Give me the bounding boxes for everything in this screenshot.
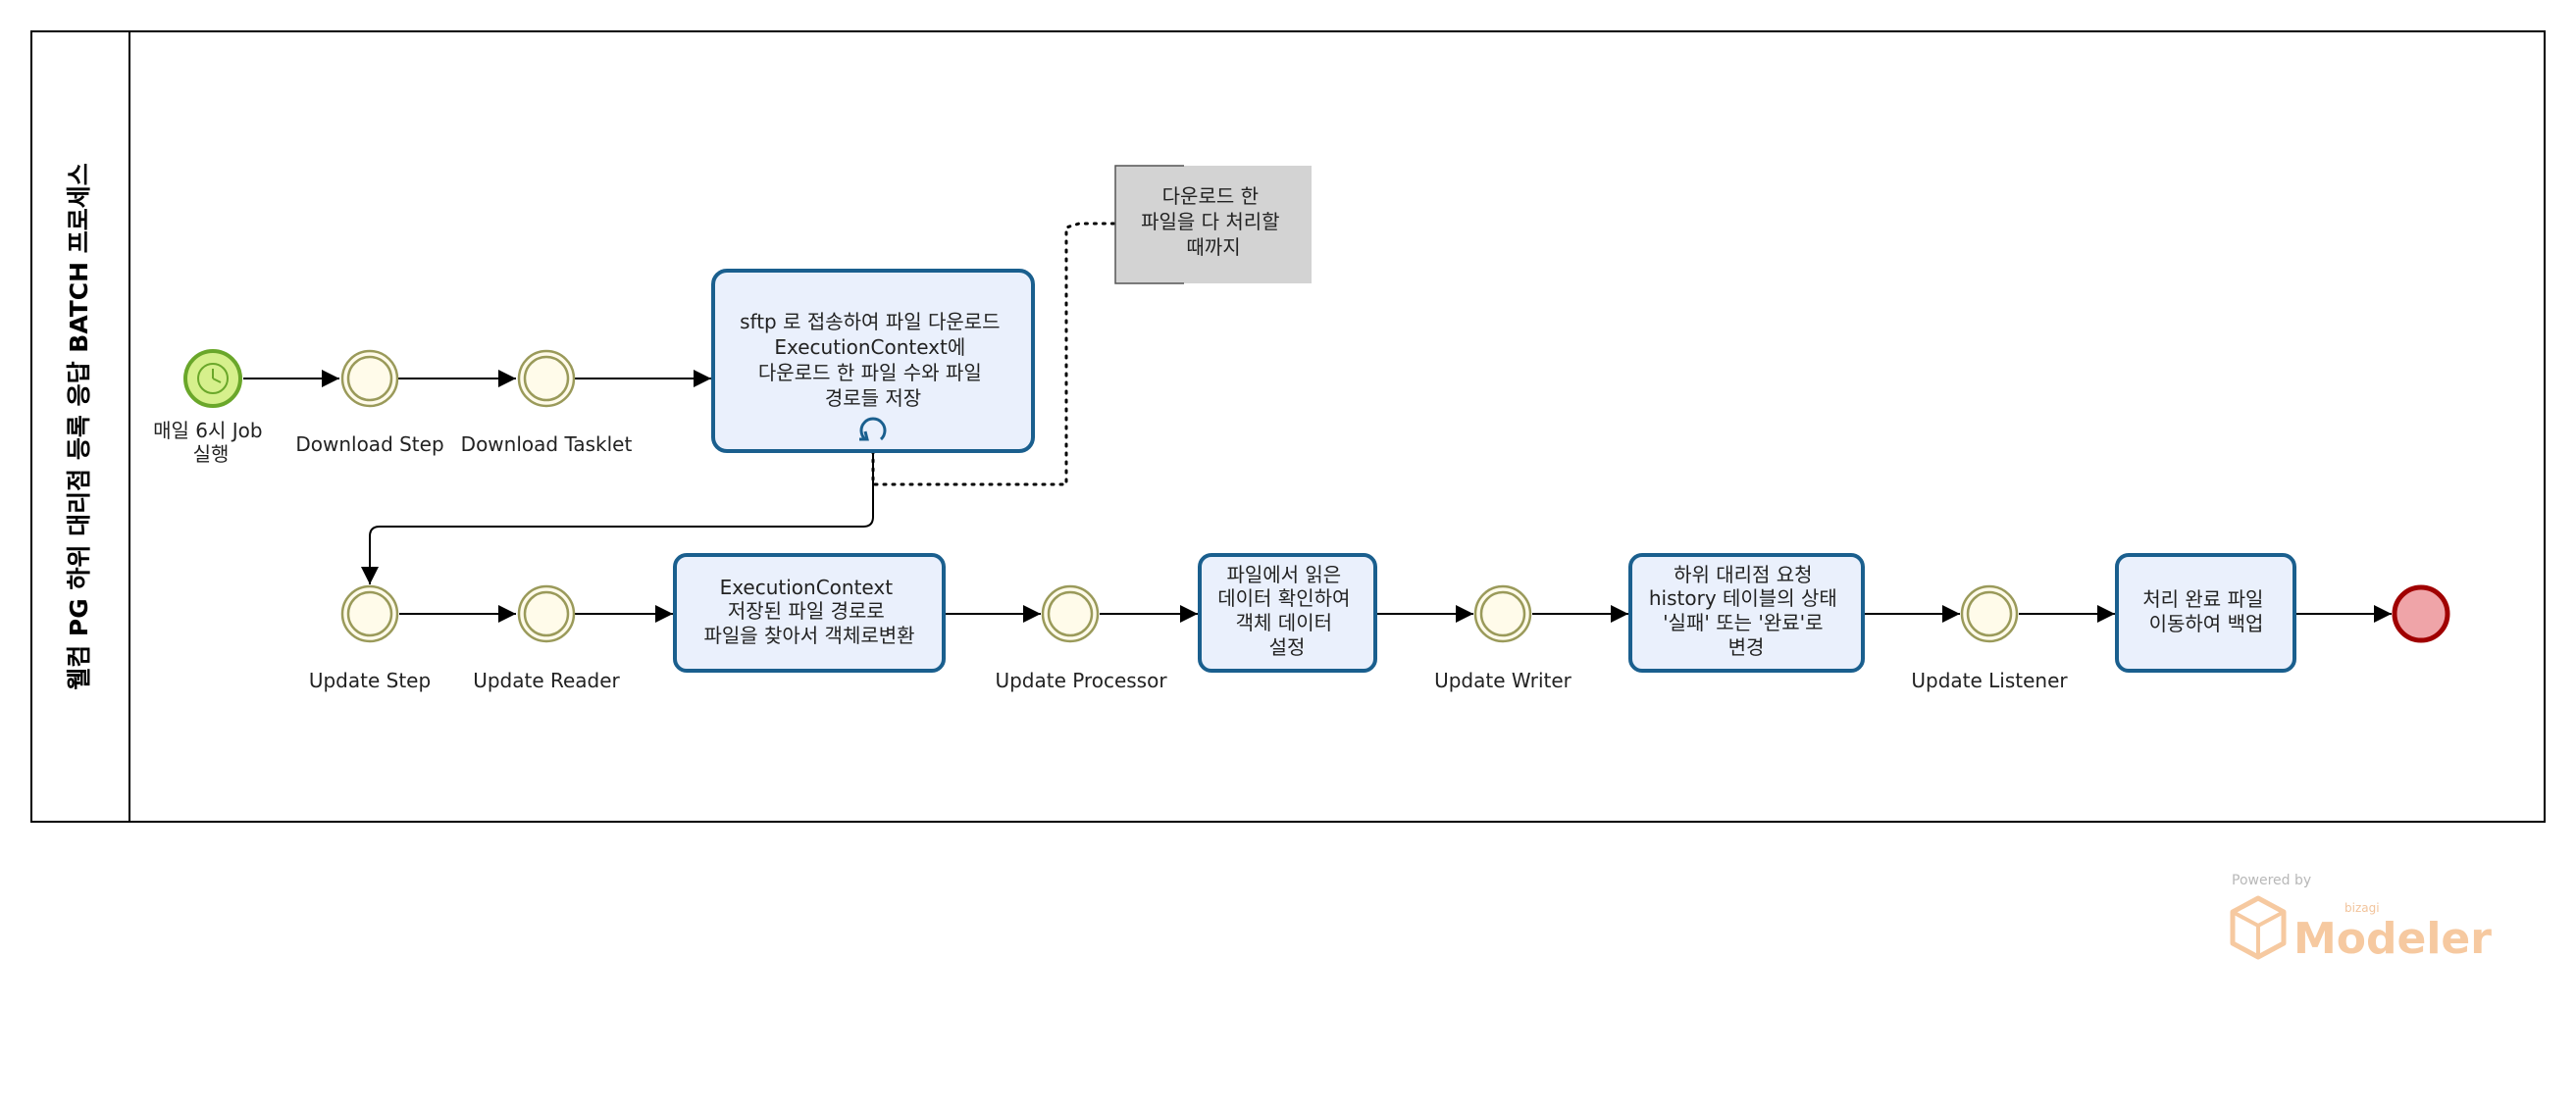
event-label-update-writer: Update Writer — [1434, 669, 1572, 692]
bizagi-logo-icon — [2230, 895, 2287, 960]
task-download-text: sftp 로 접송하여 파일 다운로드 ExecutionContext에 다운… — [740, 310, 1006, 410]
end-event[interactable] — [2392, 584, 2450, 643]
task-box — [1198, 553, 1377, 673]
text-annotation[interactable]: 다운로드 한 파일을 다 처리할 때까지 — [1114, 165, 1312, 284]
task-box — [2115, 553, 2296, 673]
start-timer-event[interactable]: 매일 6시 Job 실행 — [153, 349, 269, 466]
sequence-flows — [243, 370, 2392, 623]
watermark-brand-big: Modeler — [2293, 914, 2492, 964]
task-processor[interactable]: 파일에서 읽은 데이터 확인하여 객체 데이터 설정 — [1198, 553, 1377, 673]
task-reader-text: ExecutionContext 저장된 파일 경로로 파일을 찾아서 객체로변… — [703, 576, 914, 647]
event-label-update-step: Update Step — [309, 669, 431, 692]
end-event-circle — [2392, 584, 2450, 643]
task-writer-text: 하위 대리점 요청 history 테이블의 상태 '실패' 또는 '완료'로 … — [1649, 563, 1843, 659]
event-inner-ring — [346, 355, 393, 402]
pool[interactable]: 웰컴 PG 하위 대리점 등록 응답 BATCH 프로세스 — [30, 30, 2546, 823]
annotation-text: 다운로드 한 파일을 다 처리할 때까지 — [1141, 184, 1286, 259]
task-box — [711, 269, 1035, 453]
task-box — [1628, 553, 1865, 673]
event-label-update-reader: Update Reader — [473, 669, 620, 692]
task-box — [673, 553, 946, 673]
pool-border — [30, 30, 2546, 823]
event-update-processor[interactable]: Update Processor — [995, 584, 1167, 692]
loop-marker-icon — [859, 417, 887, 441]
event-inner-ring — [1966, 590, 2013, 637]
event-inner-ring — [523, 590, 570, 637]
task-download[interactable]: sftp 로 접송하여 파일 다운로드 ExecutionContext에 다운… — [711, 269, 1035, 453]
pool-title: 웰컴 PG 하위 대리점 등록 응답 BATCH 프로세스 — [65, 163, 93, 690]
event-inner-ring — [1047, 590, 1094, 637]
task-writer[interactable]: 하위 대리점 요청 history 테이블의 상태 '실패' 또는 '완료'로 … — [1628, 553, 1865, 673]
event-label-update-processor: Update Processor — [995, 669, 1167, 692]
task-backup[interactable]: 처리 완료 파일 이동하여 백업 — [2115, 553, 2296, 673]
event-download-tasklet[interactable]: Download Tasklet — [461, 349, 633, 456]
start-event-label: 매일 6시 Job 실행 — [153, 419, 269, 466]
clock-icon — [197, 363, 229, 394]
flow-download-task-to-update-step[interactable] — [361, 451, 874, 584]
bizagi-watermark: Powered by bizagi Modeler — [2230, 873, 2492, 964]
annotation-box — [1115, 166, 1312, 283]
annotation-bracket — [1114, 165, 1184, 284]
event-inner-ring — [523, 355, 570, 402]
event-label-download-step: Download Step — [295, 432, 443, 456]
task-processor-text: 파일에서 읽은 데이터 확인하여 객체 데이터 설정 — [1217, 563, 1357, 659]
annotation-association[interactable] — [871, 222, 1117, 486]
event-label-update-listener: Update Listener — [1911, 669, 2068, 692]
event-update-listener[interactable]: Update Listener — [1911, 584, 2068, 692]
task-reader[interactable]: ExecutionContext 저장된 파일 경로로 파일을 찾아서 객체로변… — [673, 553, 946, 673]
watermark-powered-by: Powered by — [2232, 873, 2311, 888]
event-label-download-tasklet: Download Tasklet — [461, 432, 633, 456]
task-backup-text: 처리 완료 파일 이동하여 백업 — [2142, 587, 2269, 635]
event-update-step[interactable]: Update Step — [309, 584, 431, 692]
watermark-brand-small: bizagi — [2344, 901, 2380, 915]
event-update-reader[interactable]: Update Reader — [473, 584, 621, 692]
event-download-step[interactable]: Download Step — [295, 349, 444, 456]
event-inner-ring — [346, 590, 393, 637]
event-inner-ring — [1479, 590, 1526, 637]
event-update-writer[interactable]: Update Writer — [1434, 584, 1572, 692]
